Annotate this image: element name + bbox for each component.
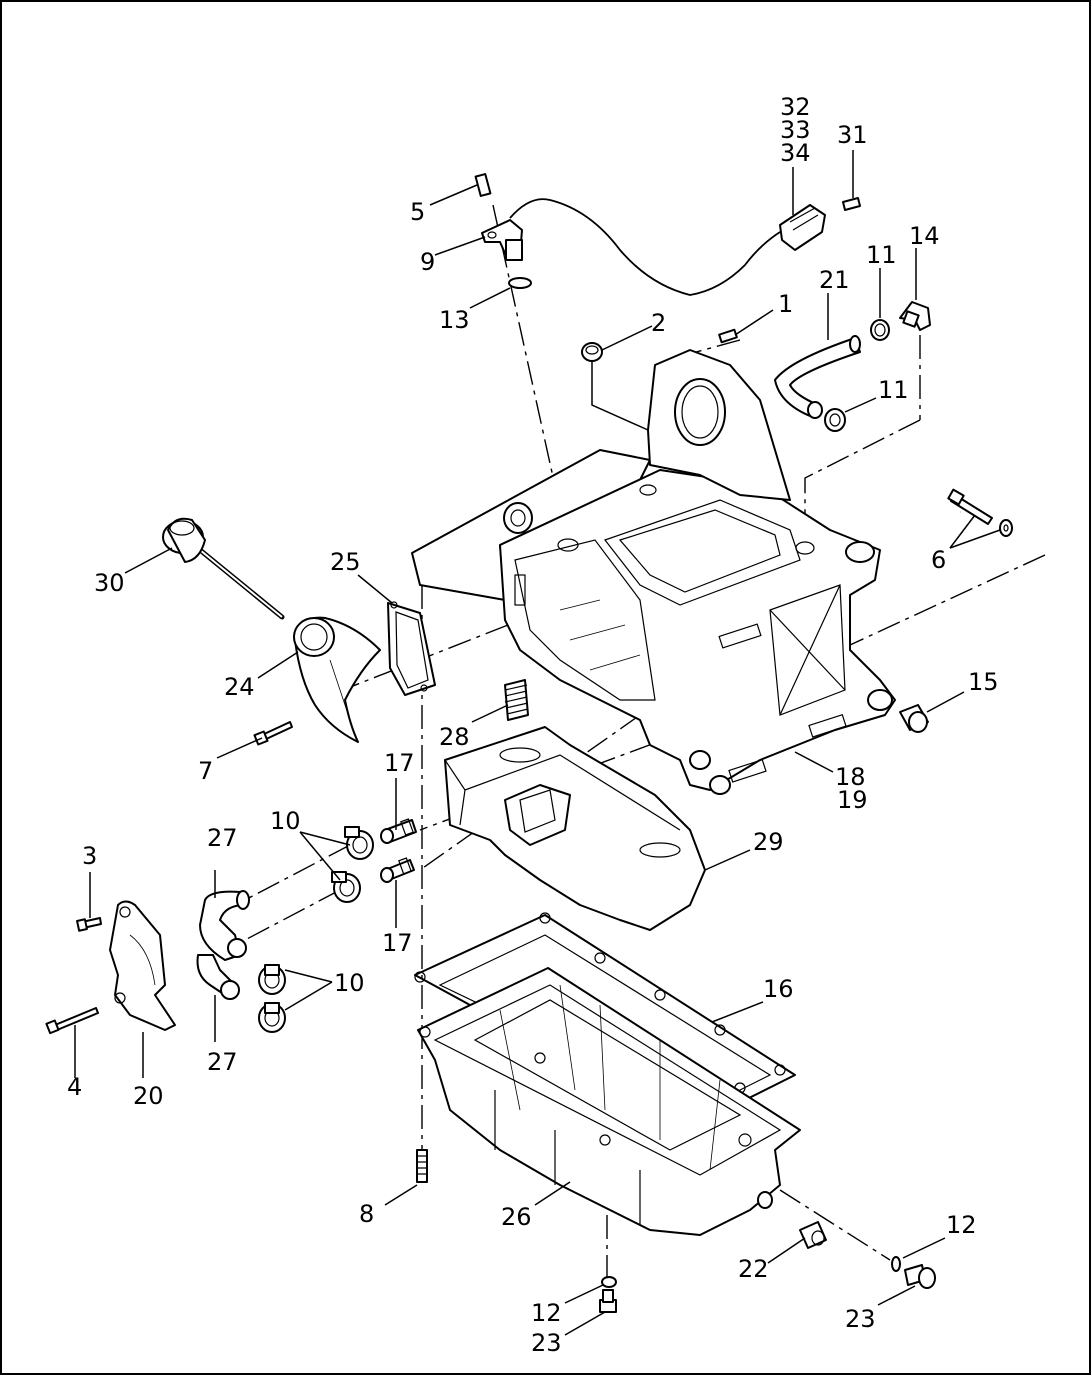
dowel-1-part xyxy=(718,328,738,344)
clamp-10-lower-b-part xyxy=(258,1002,286,1033)
plug-22-part xyxy=(799,1221,827,1249)
clamp-10-lower-a-part xyxy=(258,964,286,995)
drain-plug-23-right-part xyxy=(904,1264,936,1289)
callout-6: 6 xyxy=(931,546,946,574)
gasket-small-part xyxy=(387,601,436,696)
oil-pan-part xyxy=(417,967,801,1236)
callout-12-lower: 12 xyxy=(531,1299,562,1327)
screw-5-part xyxy=(474,173,492,197)
bracket-20-part xyxy=(109,900,176,1031)
callout-labels: 1 2 3 4 5 6 7 8 9 10 10 11 11 12 12 13 1… xyxy=(67,93,999,1357)
bolt-6-part xyxy=(947,488,993,525)
callout-32: 32 xyxy=(780,93,811,121)
callout-13: 13 xyxy=(439,306,470,334)
screw-3-part xyxy=(76,917,102,932)
callout-34: 34 xyxy=(780,139,811,167)
callout-27-lower: 27 xyxy=(207,1048,238,1076)
o-ring-12-lower-part xyxy=(601,1276,617,1288)
callout-29: 29 xyxy=(753,828,784,856)
o-ring-12-right-part xyxy=(891,1256,901,1272)
callout-27-upper: 27 xyxy=(207,824,238,852)
oil-tank-housing-part xyxy=(411,349,896,795)
dipstick-part xyxy=(162,517,285,620)
washer-6-part xyxy=(999,519,1013,537)
callout-7: 7 xyxy=(198,757,213,785)
fitting-17-upper-part xyxy=(380,818,417,844)
callout-10-lower: 10 xyxy=(334,969,365,997)
callout-1: 1 xyxy=(778,290,793,318)
callout-10-upper: 10 xyxy=(270,807,301,835)
callout-15: 15 xyxy=(968,668,999,696)
callout-16: 16 xyxy=(763,975,794,1003)
callout-11-upper: 11 xyxy=(866,241,897,269)
callout-4: 4 xyxy=(67,1073,82,1101)
callout-23-lower: 23 xyxy=(531,1329,562,1357)
callout-21: 21 xyxy=(819,266,850,294)
plug-2-part xyxy=(581,342,603,362)
clamp-11-upper-part xyxy=(870,319,890,341)
callout-18: 18 xyxy=(835,763,866,791)
hose-21-part xyxy=(774,335,861,419)
spring-part xyxy=(504,679,529,721)
callout-5: 5 xyxy=(410,198,425,226)
callout-23-right: 23 xyxy=(845,1305,876,1333)
fitting-17-lower-part xyxy=(380,857,415,883)
clamp-11-lower-part xyxy=(824,408,846,432)
callout-3: 3 xyxy=(82,842,97,870)
callout-2: 2 xyxy=(651,309,666,337)
hose-27-upper-part xyxy=(199,890,250,961)
callout-22: 22 xyxy=(738,1255,769,1283)
elbow-fitting-14-part xyxy=(899,301,931,331)
connector-32-34-part xyxy=(779,204,826,251)
pin-31-part xyxy=(842,197,861,211)
screw-4-part xyxy=(45,1007,99,1035)
filler-neck-part xyxy=(293,616,381,743)
callout-11-lower: 11 xyxy=(878,376,909,404)
callout-28: 28 xyxy=(439,723,470,751)
callout-24: 24 xyxy=(224,673,255,701)
callout-17-lower: 17 xyxy=(382,929,413,957)
drain-plug-23-lower-part xyxy=(599,1289,617,1313)
callout-25: 25 xyxy=(330,548,361,576)
leader-lines xyxy=(74,150,1001,1336)
callout-20: 20 xyxy=(133,1082,164,1110)
clamp-10-upper-part xyxy=(344,826,374,860)
callout-33: 33 xyxy=(780,116,811,144)
callout-14: 14 xyxy=(909,222,940,250)
baffle-part xyxy=(444,726,706,931)
screw-7-part xyxy=(253,721,293,746)
callout-8: 8 xyxy=(359,1200,374,1228)
stud-8-part xyxy=(416,1149,428,1183)
callout-30: 30 xyxy=(94,569,125,597)
callout-31: 31 xyxy=(837,121,868,149)
callout-19: 19 xyxy=(837,786,868,814)
clamp-10-mid-part xyxy=(331,871,361,903)
plug-15-part xyxy=(899,704,929,733)
callout-9: 9 xyxy=(420,248,435,276)
callout-26: 26 xyxy=(501,1203,532,1231)
callout-17-upper: 17 xyxy=(384,749,415,777)
callout-12-right: 12 xyxy=(946,1211,977,1239)
oil-pressure-sensor-part xyxy=(481,198,781,296)
hose-27-lower-part xyxy=(196,954,240,1000)
o-ring-13-part xyxy=(508,277,532,289)
